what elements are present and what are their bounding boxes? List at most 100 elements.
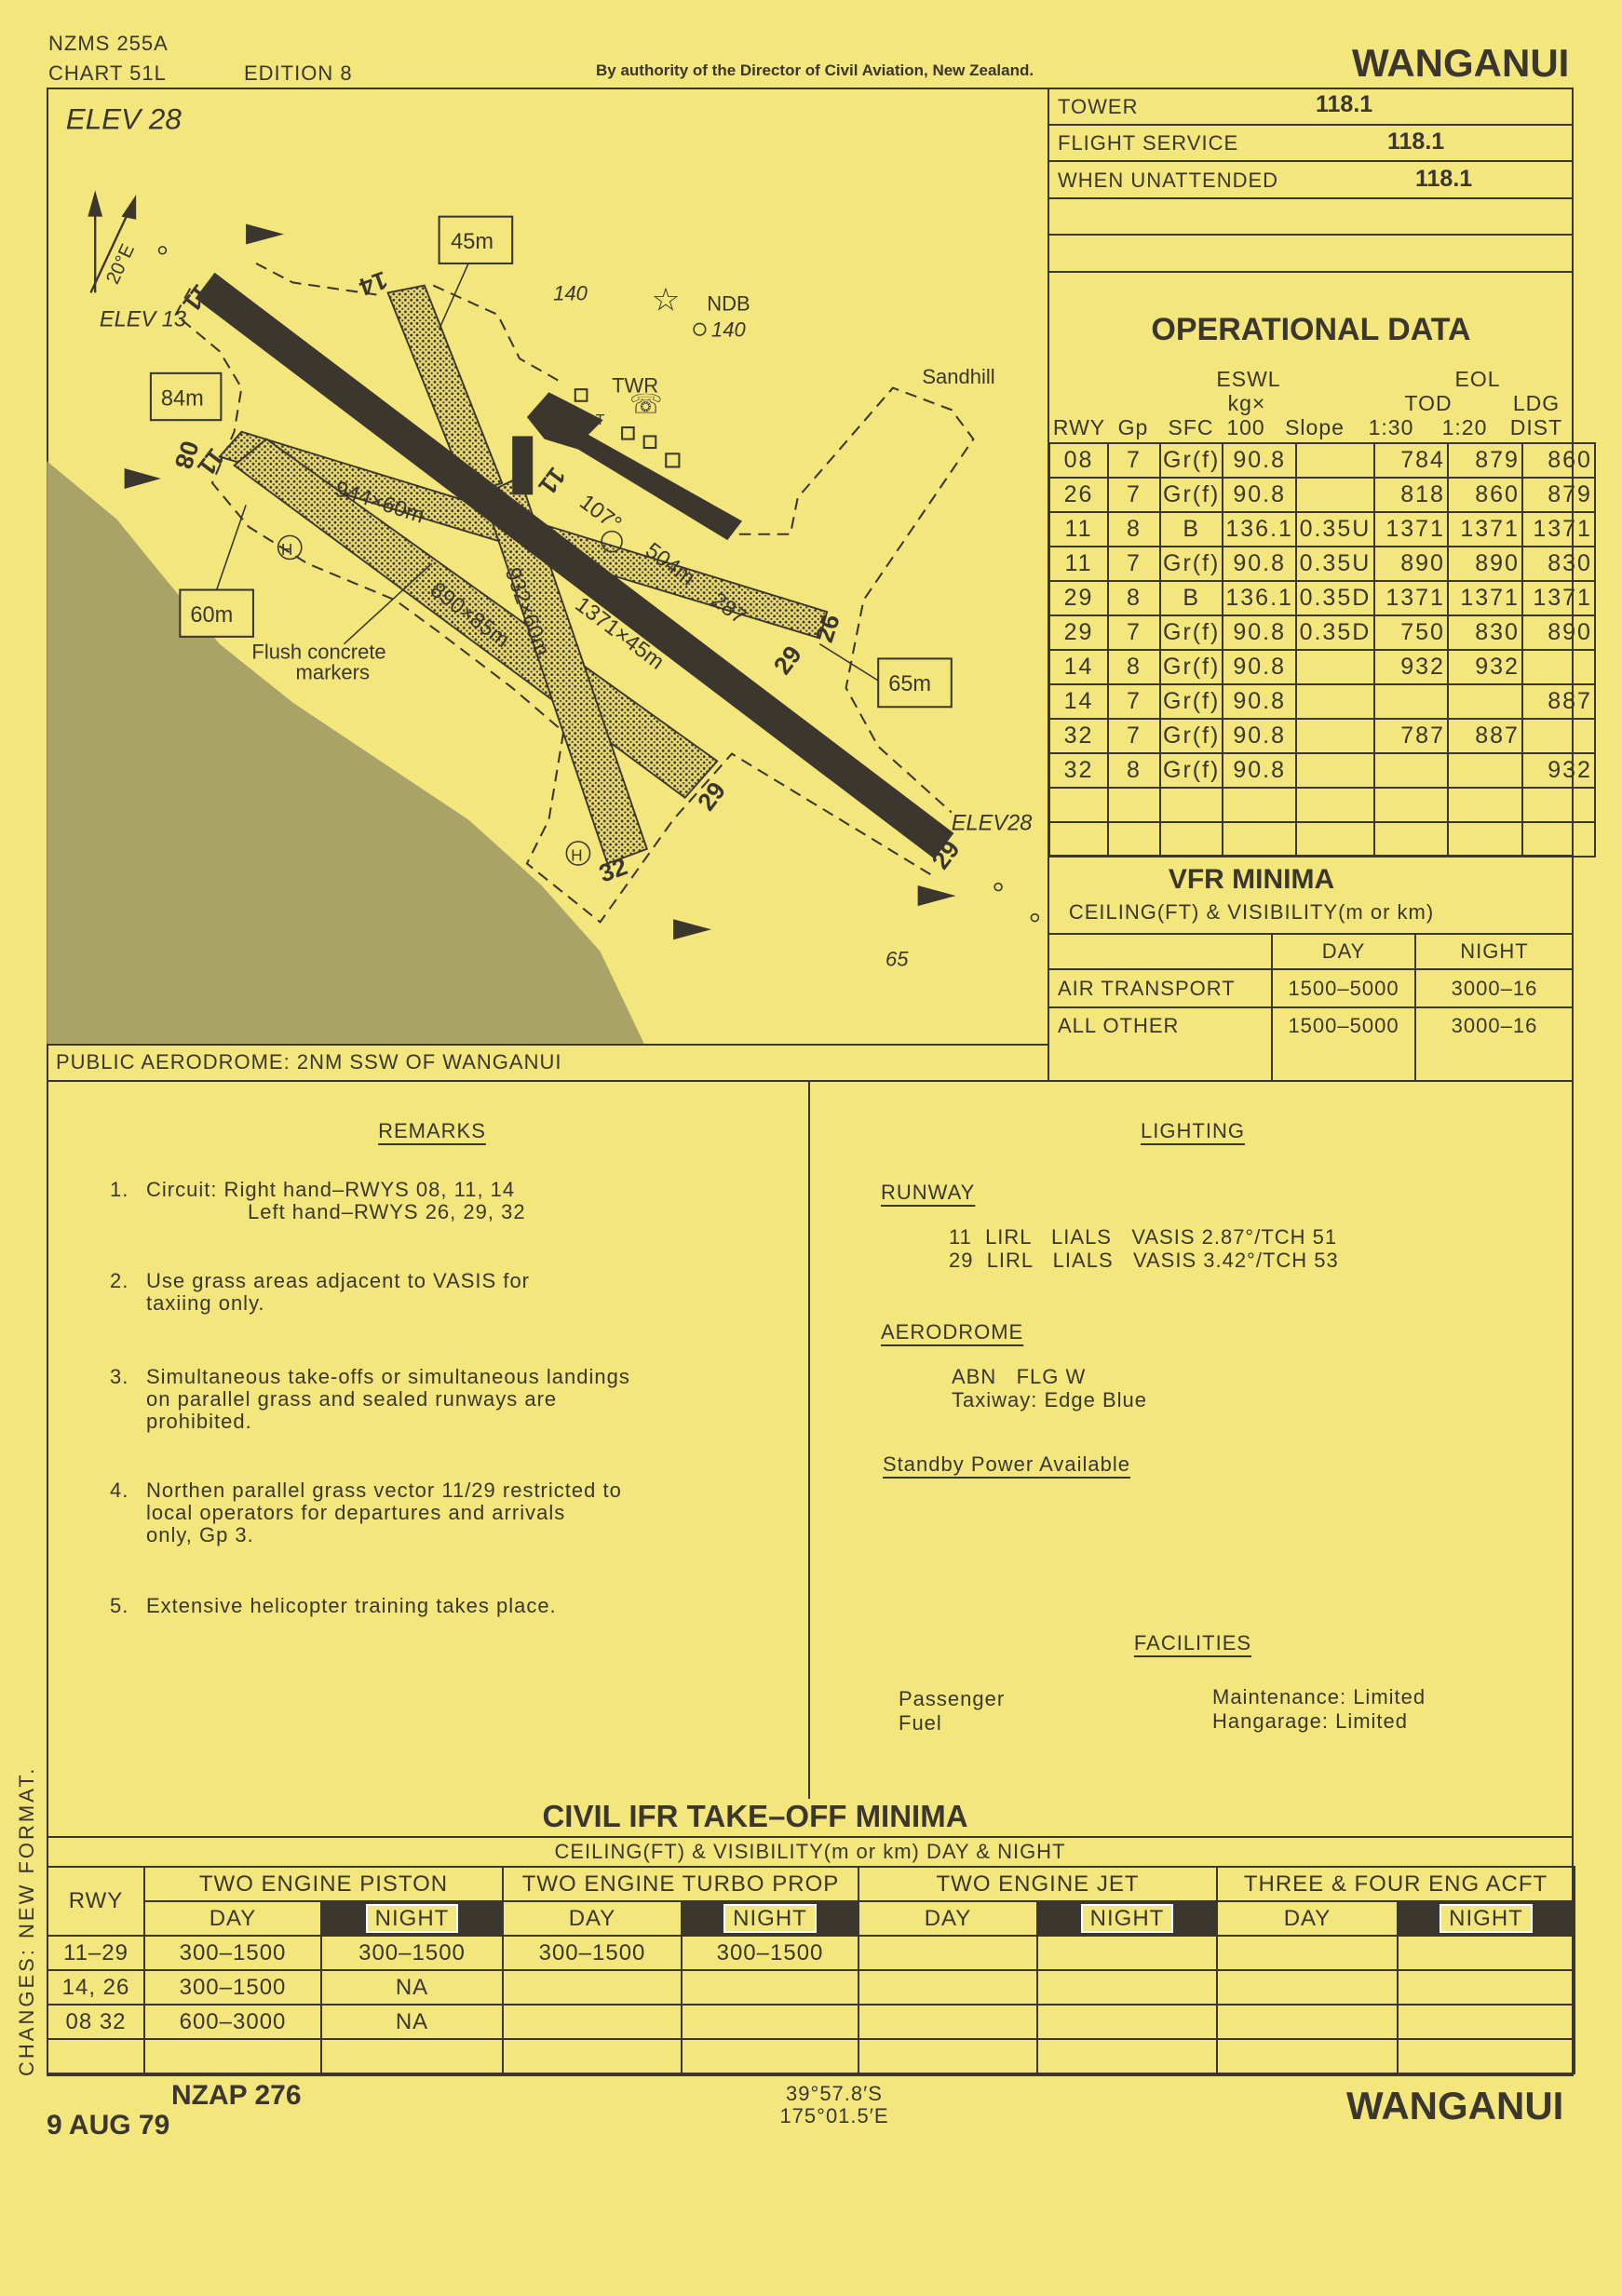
ifr-value-cell: 300–1500 — [681, 1935, 859, 1971]
header-slope: Slope — [1285, 415, 1345, 439]
header-rwy: RWY — [1052, 415, 1106, 439]
ops-cell — [1372, 821, 1449, 858]
ifr-night-header: NIGHT — [681, 1900, 859, 1937]
ops-cell — [1294, 718, 1375, 754]
remark-line: local operators for departures and arriv… — [146, 1501, 566, 1524]
markers-label-1: Flush concrete — [251, 640, 385, 663]
authority-note: By authority of the Director of Civil Av… — [596, 61, 1034, 79]
header-sfc: SFC — [1168, 415, 1214, 439]
ops-cell: 879 — [1521, 477, 1596, 513]
ifr-minima-table: RWY TWO ENGINE PISTON TWO ENGINE TURBO P… — [47, 1866, 1576, 2074]
obstacle-65: 65 — [885, 948, 909, 971]
ops-cell: Gr(f) — [1158, 477, 1224, 513]
ops-cell: 90.8 — [1222, 615, 1297, 651]
freq-value-tower: 118.1 — [1316, 91, 1373, 117]
dim-84m: 84m — [161, 385, 204, 410]
ops-cell: 7 — [1107, 683, 1161, 720]
ifr-value-cell — [502, 1969, 683, 2006]
ifr-group-header: TWO ENGINE JET — [858, 1866, 1218, 1902]
ifr-value-cell — [502, 2038, 683, 2074]
ifr-rwy-cell: 14, 26 — [47, 1969, 145, 2006]
remark-line: prohibited. — [146, 1410, 252, 1433]
remark-line: on parallel grass and sealed runways are — [146, 1387, 558, 1411]
heading-107: 107° — [575, 490, 627, 536]
remark-line: Simultaneous take-offs or simultaneous l… — [146, 1365, 630, 1388]
buildings — [574, 388, 681, 468]
ops-cell: 90.8 — [1222, 477, 1297, 513]
header-eol: EOL — [1454, 367, 1501, 391]
aerodrome-elevation: ELEV 28 — [66, 102, 182, 135]
ops-cell: 932 — [1521, 752, 1596, 789]
landing-tee: T — [596, 412, 605, 428]
lighting-runway-line: 11 LIRL LIALS VASIS 2.87°/TCH 51 — [949, 1225, 1338, 1249]
ifr-value-cell — [1036, 1969, 1218, 2006]
ops-cell: 90.8 — [1222, 718, 1297, 754]
ops-cell: 11 — [1048, 546, 1109, 582]
ifr-night-header: NIGHT — [320, 1900, 504, 1937]
dimension-boxes — [149, 215, 953, 709]
ops-cell — [1294, 649, 1375, 685]
header-kg: kg× — [1227, 391, 1266, 415]
ifr-value-cell: 300–1500 — [320, 1935, 504, 1971]
ops-cell: Gr(f) — [1158, 546, 1224, 582]
remark-number: 1. — [110, 1178, 129, 1201]
header-120: 1:20 — [1441, 415, 1488, 439]
remarks-divider — [808, 1080, 810, 1799]
remark-line: taxiing only. — [146, 1291, 265, 1315]
magnetic-north-arrow — [89, 204, 133, 293]
facility-hangarage: Hangarage: Limited — [1212, 1709, 1409, 1733]
ifr-value-cell — [320, 2038, 504, 2074]
ops-cell — [1372, 683, 1449, 720]
freq-label-flight-service: FLIGHT SERVICE — [1058, 131, 1239, 155]
helipad-1: H — [281, 540, 292, 559]
ops-cell — [1372, 787, 1449, 823]
ifr-value-cell — [1396, 2038, 1576, 2074]
remark-line: Use grass areas adjacent to VASIS for — [146, 1269, 530, 1292]
panel-divider — [1048, 88, 1049, 1080]
ops-cell: 0.35D — [1294, 615, 1375, 651]
ifr-value-cell — [1036, 2038, 1218, 2074]
freq-value-flight-service: 118.1 — [1387, 128, 1445, 155]
freq-label-tower: TOWER — [1058, 95, 1139, 118]
sea-area — [47, 461, 644, 1044]
changes-note: CHANGES: NEW FORMAT. — [15, 1765, 38, 2076]
ops-cell — [1048, 821, 1109, 858]
chart-reference: NZAP 276 — [171, 2080, 302, 2111]
ifr-value-cell: NA — [320, 2004, 504, 2040]
ops-cell: 29 — [1048, 580, 1109, 616]
ops-cell: 8 — [1107, 752, 1161, 789]
landing-direction-indicators — [124, 223, 956, 940]
ops-cell — [1222, 821, 1297, 858]
ifr-day-header: DAY — [143, 1900, 322, 1937]
ifr-value-cell: 600–3000 — [143, 2004, 322, 2040]
facility-maintenance: Maintenance: Limited — [1212, 1685, 1426, 1708]
grass-runway-32 — [481, 476, 649, 865]
operational-data-title: OPERATIONAL DATA — [1151, 312, 1471, 347]
ifr-value-cell — [858, 1969, 1038, 2006]
remark-number: 5. — [110, 1594, 129, 1617]
vfr-day-value: 1500–5000 — [1288, 977, 1399, 1000]
ops-cell — [1294, 477, 1375, 513]
chart-date: 9 AUG 79 — [47, 2110, 170, 2141]
ifr-minima-title: CIVIL IFR TAKE–OFF MINIMA — [542, 1799, 968, 1833]
ops-row — [1048, 821, 1596, 858]
rwy-label-29-parallel: 29 — [768, 641, 807, 680]
lighting-aerodrome-line: Taxiway: Edge Blue — [952, 1388, 1147, 1411]
ops-cell — [1158, 821, 1224, 858]
remark-number: 3. — [110, 1365, 129, 1388]
ops-cell: 818 — [1372, 477, 1449, 513]
aerodrome-title: WANGANUI — [1352, 41, 1570, 85]
ops-cell: 0.35U — [1294, 511, 1375, 547]
ops-cell — [1294, 683, 1375, 720]
ifr-night-header: NIGHT — [1396, 1900, 1576, 1937]
ops-cell: 8 — [1107, 649, 1161, 685]
vfr-minima-title: VFR MINIMA — [1168, 864, 1335, 895]
freq-label-unattended: WHEN UNATTENDED — [1058, 169, 1279, 192]
